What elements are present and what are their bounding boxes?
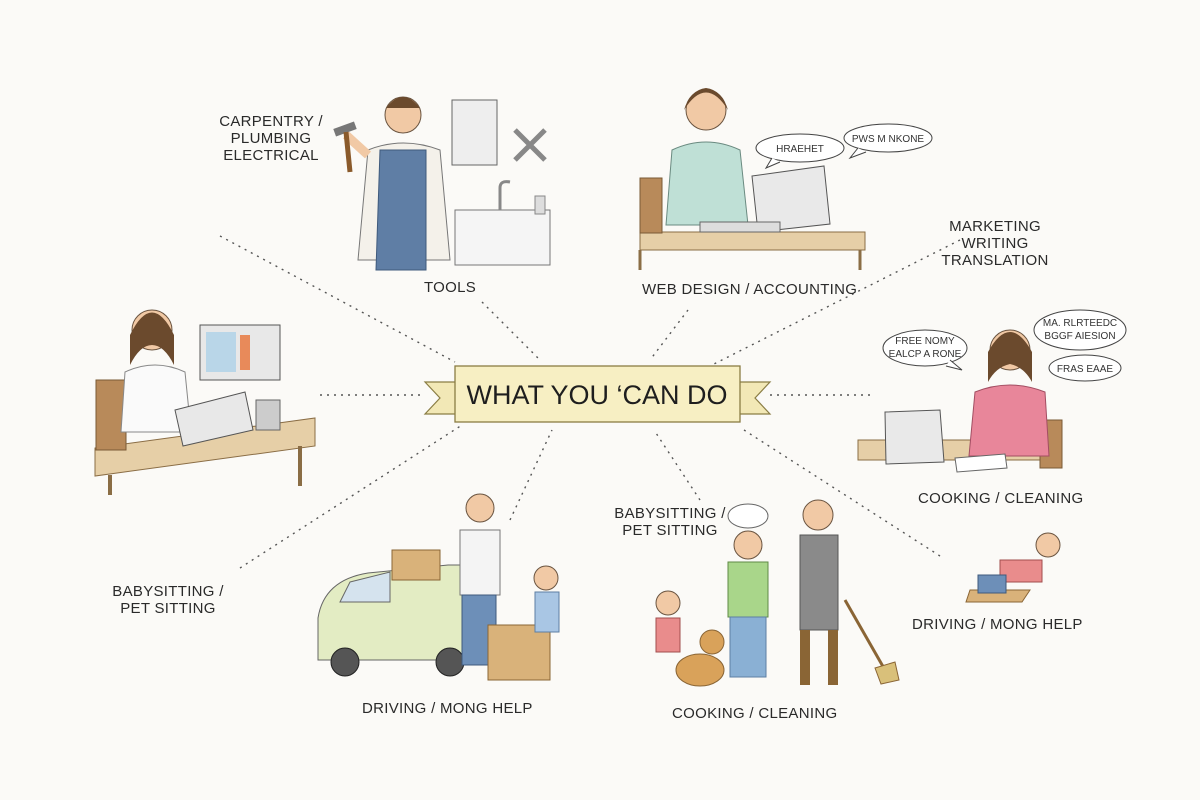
- label-driving-bottom: DRIVING / MONG HELP: [362, 700, 533, 717]
- speech-bubble-writer-5: FRAS EAAE: [1057, 364, 1113, 375]
- writer-illustration: FREE NOMY EALCP A RONE MA. RLRTEEDC BGGF…: [857, 309, 1127, 473]
- label-babysitting-center: BABYSITTING / PET SITTING: [614, 505, 726, 539]
- speech-bubble-web-2: PWS M NKONE: [852, 134, 925, 145]
- label-tools: TOOLS: [423, 279, 477, 296]
- title-banner: WHAT YOU ‘CAN DO: [423, 365, 772, 423]
- connector-marketing: [711, 239, 961, 366]
- mover-illustration: [317, 493, 560, 681]
- speech-bubble-writer-4: BGGF AIESION: [1044, 331, 1115, 342]
- speech-bubble-writer-2: EALCP A RONE: [889, 349, 962, 360]
- connector-driving-bottom: [509, 429, 553, 521]
- label-driving-right: DRIVING / MONG HELP: [912, 616, 1083, 633]
- office-worker-illustration: [94, 309, 316, 495]
- handyman-illustration: [333, 96, 551, 271]
- label-web-design: WEB DESIGN / ACCOUNTING: [642, 281, 858, 298]
- connector-tools: [481, 301, 541, 361]
- label-carpentry: CARPENTRY / PLUMBING ELECTRICAL: [219, 113, 323, 164]
- speech-bubble-web-1: HRAEHET: [776, 144, 824, 155]
- label-cooking-bottom: COOKING / CLEANING: [672, 705, 838, 722]
- household-illustration: [655, 499, 900, 687]
- label-marketing: MARKETING WRITING TRANSLATION: [941, 218, 1049, 269]
- connector-cooking-bottom: [653, 429, 701, 501]
- label-cooking-right: COOKING / CLEANING: [918, 490, 1084, 507]
- speech-bubble-writer-3: MA. RLRTEEDC: [1043, 318, 1117, 329]
- connector-web: [649, 309, 689, 361]
- web-designer-illustration: HRAEHET PWS M NKONE: [638, 88, 933, 270]
- crawling-child-illustration: [965, 532, 1061, 603]
- speech-bubble-writer-1: FREE NOMY: [895, 336, 955, 347]
- title-text: WHAT YOU ‘CAN DO: [466, 380, 727, 410]
- connector-lines: [219, 235, 961, 569]
- label-babysitting-left: BABYSITTING / PET SITTING: [112, 583, 224, 617]
- connector-carpentry: [219, 235, 456, 363]
